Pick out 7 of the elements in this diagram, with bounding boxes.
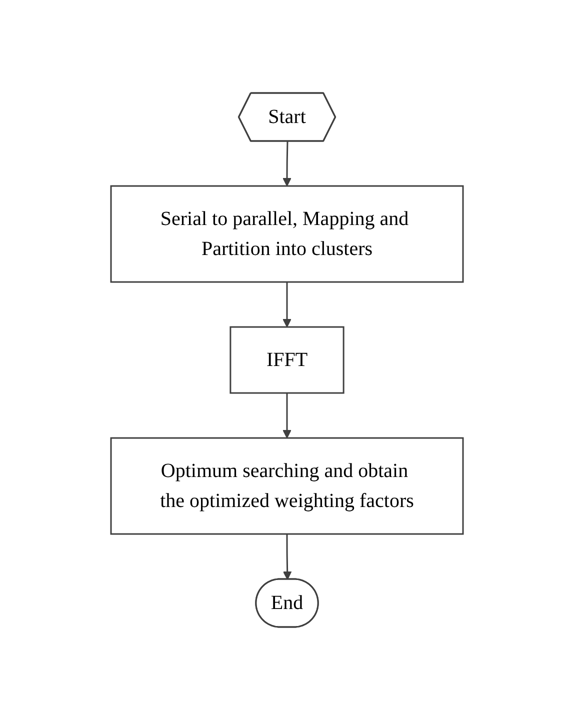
node-box: Serial to parallel, Mapping and Partition into clusters [110,185,464,283]
node-box: Optimum searching and obtain the optimized weighting factors [110,437,464,535]
arrow [282,282,291,328]
node-box: IFFT [229,326,344,394]
arrow [282,141,291,186]
arrow [282,393,291,438]
arrow [282,534,292,580]
